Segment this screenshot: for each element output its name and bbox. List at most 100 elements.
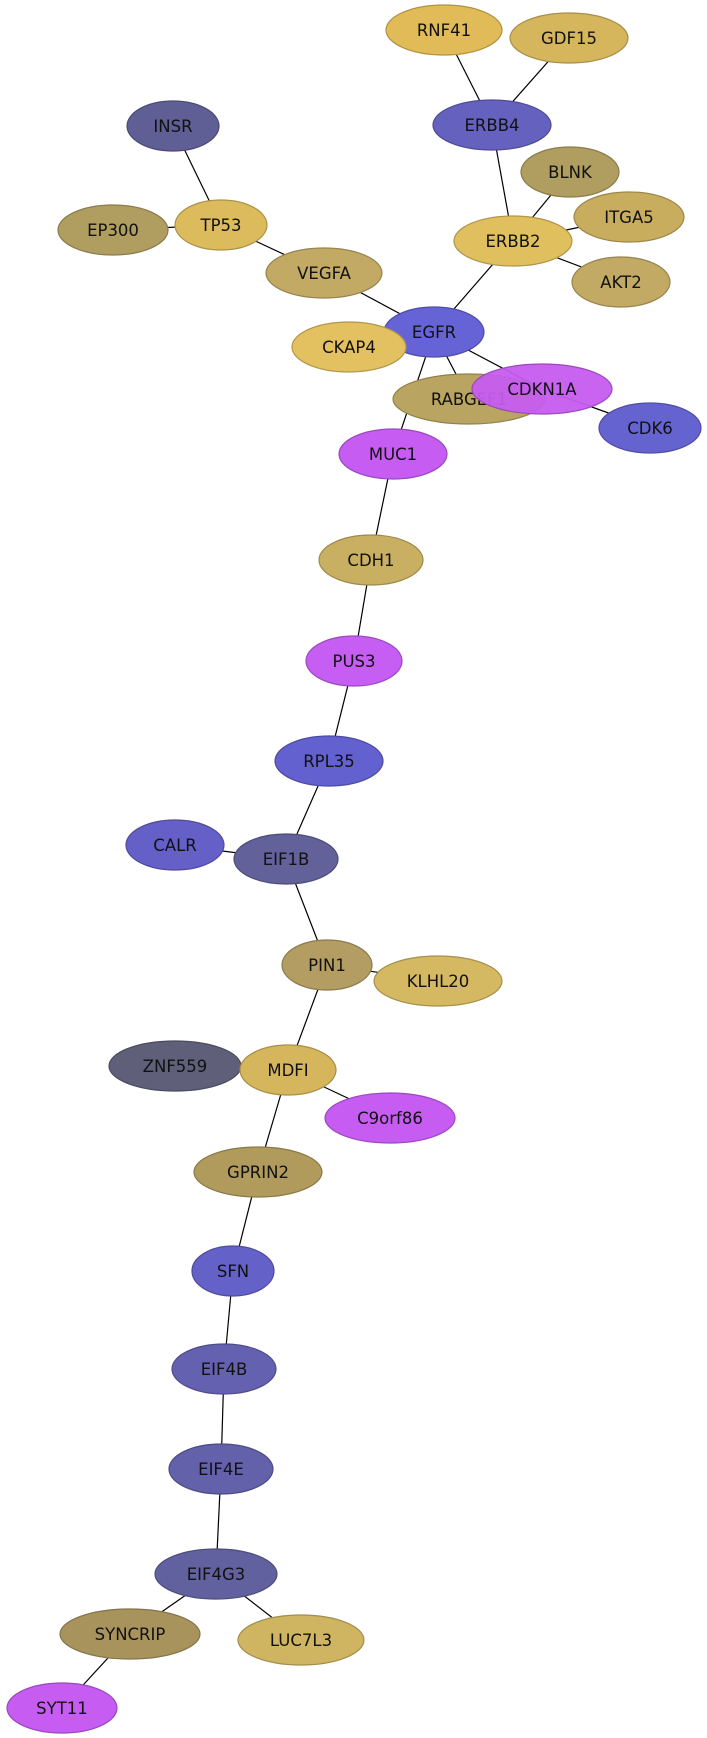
node-gprin2-shape[interactable]	[193, 1146, 323, 1198]
node-erbb2-label: ERBB2	[485, 232, 540, 251]
node-insr-shape[interactable]	[126, 100, 220, 152]
node-sfn[interactable]: SFN	[191, 1245, 275, 1297]
node-cdkn1a-shape[interactable]	[471, 363, 613, 415]
node-erbb4-label: ERBB4	[464, 116, 519, 135]
node-luc7l3-label: LUC7L3	[270, 1631, 332, 1650]
node-egfr-label: EGFR	[412, 323, 456, 342]
node-gprin2-label: GPRIN2	[227, 1163, 289, 1182]
node-eif4b-label: EIF4B	[201, 1360, 248, 1379]
node-ckap4-label: CKAP4	[322, 338, 376, 357]
node-tp53-label: TP53	[199, 216, 241, 235]
node-syt11-shape[interactable]	[6, 1682, 118, 1734]
node-erbb2-shape[interactable]	[453, 215, 573, 267]
node-eif4e[interactable]: EIF4E	[168, 1443, 274, 1495]
node-rpl35-shape[interactable]	[274, 735, 384, 787]
node-mdfi-shape[interactable]	[239, 1044, 337, 1096]
node-blnk-label: BLNK	[548, 163, 593, 182]
node-eif4e-shape[interactable]	[168, 1443, 274, 1495]
node-pin1-shape[interactable]	[281, 939, 373, 991]
node-eif4b-shape[interactable]	[171, 1343, 277, 1395]
node-eif4g3-shape[interactable]	[154, 1548, 278, 1600]
node-egfr[interactable]: EGFR	[383, 306, 485, 358]
node-vegfa[interactable]: VEGFA	[265, 247, 383, 299]
node-muc1-label: MUC1	[369, 445, 417, 464]
node-akt2-label: AKT2	[600, 273, 641, 292]
node-luc7l3-shape[interactable]	[237, 1614, 365, 1666]
node-eif1b[interactable]: EIF1B	[233, 833, 339, 885]
node-syncrip-label: SYNCRIP	[95, 1625, 166, 1644]
node-erbb4[interactable]: ERBB4	[432, 99, 552, 151]
node-klhl20[interactable]: KLHL20	[373, 955, 503, 1007]
node-ep300-shape[interactable]	[57, 204, 169, 256]
node-c9orf86-label: C9orf86	[357, 1109, 423, 1128]
node-znf559[interactable]: ZNF559	[108, 1040, 242, 1092]
node-ep300[interactable]: EP300	[57, 204, 169, 256]
node-eif4g3[interactable]: EIF4G3	[154, 1548, 278, 1600]
node-cdh1-shape[interactable]	[318, 534, 424, 586]
node-ep300-label: EP300	[87, 221, 139, 240]
node-gdf15-shape[interactable]	[509, 12, 629, 64]
node-eif4g3-label: EIF4G3	[187, 1565, 246, 1584]
node-sfn-shape[interactable]	[191, 1245, 275, 1297]
node-calr-shape[interactable]	[125, 819, 225, 871]
node-cdh1-label: CDH1	[347, 551, 394, 570]
node-cdkn1a[interactable]: CDKN1A	[471, 363, 613, 415]
node-calr[interactable]: CALR	[125, 819, 225, 871]
node-cdkn1a-label: CDKN1A	[507, 380, 577, 399]
node-pus3[interactable]: PUS3	[305, 635, 403, 687]
node-rpl35-label: RPL35	[303, 752, 355, 771]
node-blnk-shape[interactable]	[520, 146, 620, 198]
node-itga5[interactable]: ITGA5	[573, 191, 685, 243]
node-rnf41-shape[interactable]	[385, 4, 503, 56]
node-rnf41-label: RNF41	[417, 21, 471, 40]
node-akt2[interactable]: AKT2	[571, 256, 671, 308]
node-calr-label: CALR	[153, 836, 196, 855]
node-ckap4[interactable]: CKAP4	[291, 321, 407, 373]
node-blnk[interactable]: BLNK	[520, 146, 620, 198]
node-erbb2[interactable]: ERBB2	[453, 215, 573, 267]
node-vegfa-shape[interactable]	[265, 247, 383, 299]
node-gdf15-label: GDF15	[541, 29, 597, 48]
node-mdfi[interactable]: MDFI	[239, 1044, 337, 1096]
node-ckap4-shape[interactable]	[291, 321, 407, 373]
node-syt11-label: SYT11	[36, 1699, 88, 1718]
node-gdf15[interactable]: GDF15	[509, 12, 629, 64]
node-c9orf86[interactable]: C9orf86	[324, 1092, 456, 1144]
node-akt2-shape[interactable]	[571, 256, 671, 308]
node-pus3-shape[interactable]	[305, 635, 403, 687]
node-pus3-label: PUS3	[333, 652, 376, 671]
node-tp53[interactable]: TP53	[174, 199, 268, 251]
node-insr[interactable]: INSR	[126, 100, 220, 152]
node-cdk6-label: CDK6	[627, 419, 673, 438]
node-cdh1[interactable]: CDH1	[318, 534, 424, 586]
node-syncrip-shape[interactable]	[59, 1608, 201, 1660]
node-tp53-shape[interactable]	[174, 199, 268, 251]
node-eif4b[interactable]: EIF4B	[171, 1343, 277, 1395]
node-cdk6[interactable]: CDK6	[598, 402, 702, 454]
node-insr-label: INSR	[153, 117, 192, 136]
node-syncrip[interactable]: SYNCRIP	[59, 1608, 201, 1660]
node-pin1[interactable]: PIN1	[281, 939, 373, 991]
node-muc1-shape[interactable]	[338, 428, 448, 480]
node-znf559-label: ZNF559	[143, 1057, 208, 1076]
node-eif4e-label: EIF4E	[198, 1460, 244, 1479]
node-cdk6-shape[interactable]	[598, 402, 702, 454]
node-mdfi-label: MDFI	[267, 1061, 308, 1080]
node-itga5-shape[interactable]	[573, 191, 685, 243]
node-eif1b-shape[interactable]	[233, 833, 339, 885]
node-rnf41[interactable]: RNF41	[385, 4, 503, 56]
node-gprin2[interactable]: GPRIN2	[193, 1146, 323, 1198]
node-pin1-label: PIN1	[308, 956, 346, 975]
node-rpl35[interactable]: RPL35	[274, 735, 384, 787]
node-vegfa-label: VEGFA	[297, 264, 351, 283]
node-eif1b-label: EIF1B	[263, 850, 310, 869]
node-muc1[interactable]: MUC1	[338, 428, 448, 480]
node-c9orf86-shape[interactable]	[324, 1092, 456, 1144]
node-luc7l3[interactable]: LUC7L3	[237, 1614, 365, 1666]
node-syt11[interactable]: SYT11	[6, 1682, 118, 1734]
node-klhl20-shape[interactable]	[373, 955, 503, 1007]
node-erbb4-shape[interactable]	[432, 99, 552, 151]
node-itga5-label: ITGA5	[604, 208, 654, 227]
